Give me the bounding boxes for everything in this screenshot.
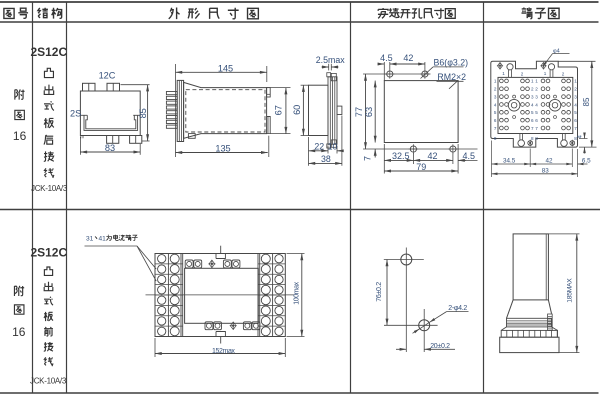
svg-text:8: 8	[494, 136, 497, 141]
svg-text:5: 5	[535, 110, 538, 115]
svg-text:4: 4	[531, 102, 534, 107]
svg-text:7: 7	[535, 126, 538, 131]
svg-text:1: 1	[574, 79, 577, 84]
svg-text:2S12C: 2S12C	[30, 246, 67, 260]
svg-text:2: 2	[494, 87, 497, 92]
svg-text:83: 83	[105, 143, 115, 153]
svg-text:5: 5	[574, 110, 577, 115]
svg-text:7: 7	[531, 126, 534, 131]
svg-text:2S12C: 2S12C	[30, 45, 67, 59]
svg-text:RM2×2: RM2×2	[437, 72, 466, 82]
svg-text:2: 2	[574, 87, 577, 92]
svg-text:100max: 100max	[294, 281, 301, 304]
svg-text:6: 6	[574, 118, 577, 123]
svg-text:185MAX: 185MAX	[566, 278, 573, 303]
svg-text:JCK-10A/3: JCK-10A/3	[30, 377, 67, 386]
svg-text:32.5: 32.5	[392, 151, 410, 161]
svg-text:83: 83	[542, 167, 550, 174]
svg-text:7: 7	[574, 126, 577, 131]
svg-text:38: 38	[321, 154, 331, 164]
svg-text:76±0.2: 76±0.2	[376, 282, 383, 302]
svg-text:1: 1	[531, 79, 534, 84]
svg-text:2: 2	[535, 87, 538, 92]
svg-text:42: 42	[545, 157, 553, 164]
svg-text:2: 2	[521, 72, 524, 77]
svg-text:16: 16	[13, 129, 27, 143]
svg-text:1: 1	[502, 71, 505, 76]
svg-text:2S: 2S	[70, 108, 81, 118]
svg-text:3: 3	[494, 94, 497, 99]
svg-text:4: 4	[574, 102, 577, 107]
svg-text:1: 1	[494, 79, 497, 84]
svg-text:79: 79	[416, 162, 426, 172]
svg-text:152max: 152max	[212, 348, 235, 355]
svg-text:85: 85	[582, 97, 591, 106]
svg-text:1: 1	[544, 71, 547, 76]
svg-text:JCK-10A/3: JCK-10A/3	[31, 184, 68, 193]
svg-text:6: 6	[535, 118, 538, 123]
svg-text:4.5: 4.5	[463, 151, 476, 161]
svg-text:4.5: 4.5	[380, 53, 393, 63]
svg-text:7: 7	[494, 126, 497, 131]
svg-text:3: 3	[531, 94, 534, 99]
svg-text:2: 2	[531, 87, 534, 92]
svg-text:2: 2	[562, 72, 565, 77]
svg-text:20±0.2: 20±0.2	[430, 343, 450, 350]
svg-text:31: 31	[86, 235, 94, 242]
svg-text:4: 4	[577, 134, 583, 138]
svg-text:145: 145	[218, 64, 233, 74]
svg-text:1: 1	[535, 79, 538, 84]
svg-text:8: 8	[535, 136, 538, 141]
svg-text:4: 4	[535, 102, 538, 107]
svg-text:10: 10	[328, 142, 338, 152]
svg-text:22: 22	[314, 142, 324, 152]
svg-text:6: 6	[494, 118, 497, 123]
svg-text:2-φ4.2: 2-φ4.2	[448, 305, 467, 312]
svg-text:42: 42	[427, 151, 437, 161]
svg-text:42: 42	[403, 53, 413, 63]
svg-text:60: 60	[292, 105, 302, 115]
svg-text:3: 3	[574, 94, 577, 99]
svg-text:6: 6	[531, 118, 534, 123]
svg-text:5: 5	[531, 110, 534, 115]
svg-text:85: 85	[138, 108, 148, 118]
svg-text:B6(φ3.2): B6(φ3.2)	[434, 58, 469, 68]
svg-text:8: 8	[531, 136, 534, 141]
svg-text:6.5: 6.5	[582, 158, 591, 165]
svg-text:34.5: 34.5	[503, 157, 516, 164]
svg-text:77: 77	[354, 107, 364, 117]
svg-text:3: 3	[535, 94, 538, 99]
svg-text:67: 67	[274, 105, 284, 115]
svg-text:12C: 12C	[99, 71, 116, 81]
svg-text:41: 41	[99, 235, 107, 242]
svg-text:φ4: φ4	[553, 49, 560, 55]
svg-text:63: 63	[364, 107, 374, 117]
svg-text:135: 135	[215, 144, 230, 154]
svg-text:5: 5	[494, 110, 497, 115]
svg-text:7: 7	[362, 156, 372, 161]
svg-text:8: 8	[574, 136, 577, 141]
svg-text:4: 4	[494, 102, 497, 107]
svg-text:2.5max: 2.5max	[316, 55, 345, 65]
svg-text:16: 16	[12, 325, 26, 339]
